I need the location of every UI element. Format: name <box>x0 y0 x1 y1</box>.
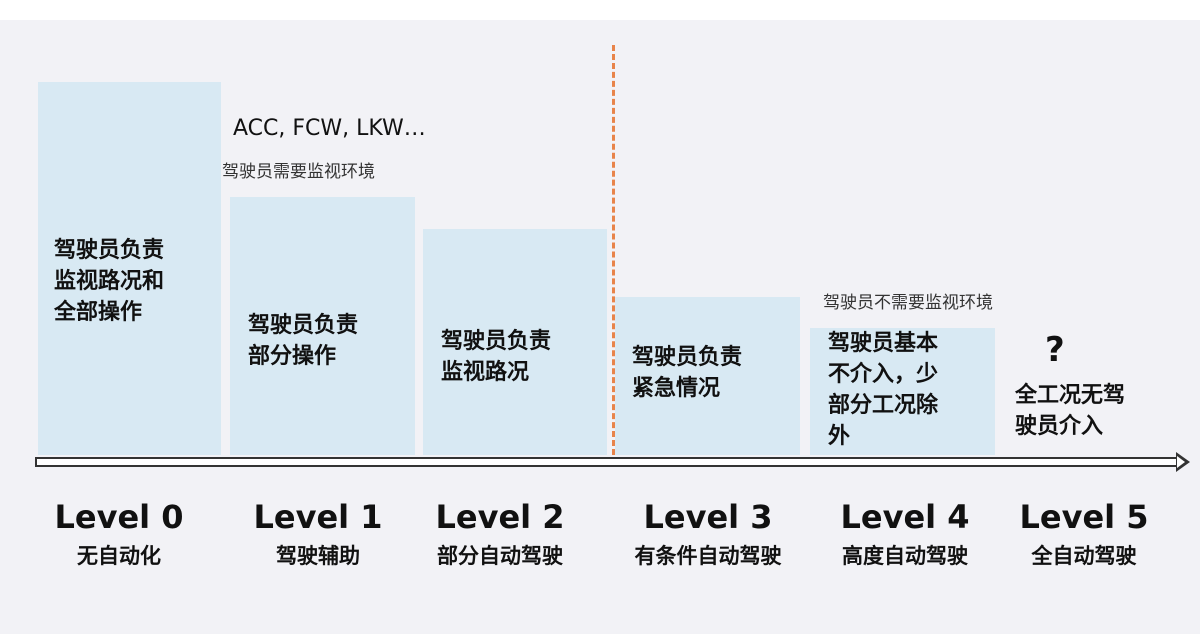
level5-desc: 全工况无驾驶员介入 <box>1015 383 1126 439</box>
level2-bar <box>423 229 607 455</box>
level1-bar <box>230 197 415 455</box>
level1-desc: 驾驶员负责部分操作 <box>248 313 359 369</box>
question-mark: ? <box>1045 330 1065 370</box>
level3-bar <box>615 297 800 455</box>
level3-desc: 驾驶员负责紧急情况 <box>632 345 743 401</box>
level4-desc: 驾驶员基本不介入，少部分工况除外 <box>828 331 939 449</box>
monitoring-divider-line <box>612 45 615 455</box>
timeline-axis <box>35 457 1182 467</box>
monitor-needed-note: 驾驶员需要监视环境 <box>222 162 375 182</box>
level0-bar <box>38 82 221 455</box>
level2-desc: 驾驶员负责监视路况 <box>441 329 552 385</box>
level4-bar <box>810 328 995 455</box>
level0-desc: 驾驶员负责监视路况和全部操作 <box>54 238 165 325</box>
top-margin <box>0 0 1200 20</box>
l1-examples: ACC, FCW, LKW… <box>233 116 426 141</box>
arrow-right-icon <box>1176 452 1190 472</box>
monitor-not-needed-note: 驾驶员不需要监视环境 <box>823 293 993 313</box>
